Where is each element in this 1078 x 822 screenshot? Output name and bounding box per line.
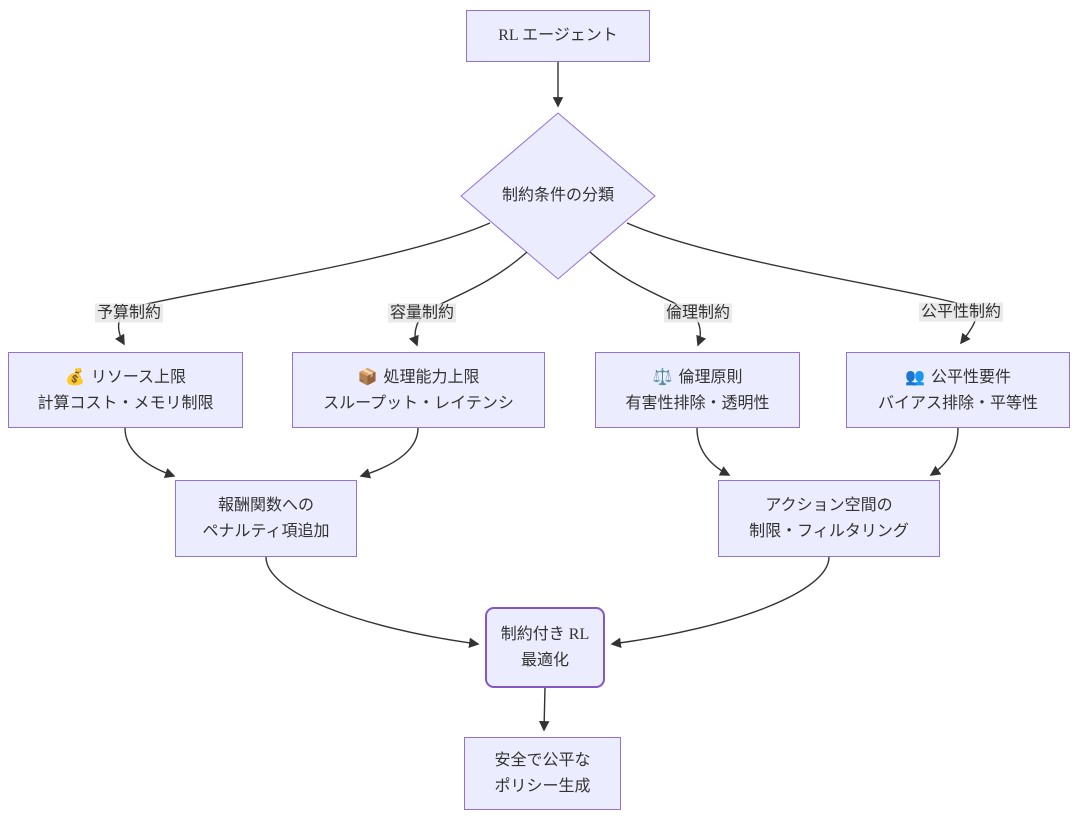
node-budget-title: リソース上限 — [90, 368, 187, 386]
node-capacity-subtitle: スループット・レイテンシ — [323, 394, 514, 412]
node-fairness-subtitle: バイアス排除・平等性 — [877, 394, 1038, 412]
node-action-space-filter: アクション空間の 制限・フィルタリング — [718, 480, 940, 557]
node-constrained-rl-optimization: 制約付き RL 最適化 — [485, 607, 605, 688]
node-output-line2: ポリシー生成 — [494, 777, 591, 795]
edge-capacity-to-reward — [359, 427, 419, 479]
node-action-line1: アクション空間の — [765, 496, 893, 514]
node-reward-line2: ペナルティ項追加 — [202, 522, 330, 540]
node-capacity-constraint: 📦 処理能力上限 スループット・レイテンシ — [292, 352, 545, 428]
package-icon: 📦 — [357, 366, 378, 386]
decision-diamond-shape — [460, 112, 656, 280]
balance-scale-icon: ⚖️ — [652, 366, 673, 386]
node-constrained-line1: 制約付き RL — [500, 625, 590, 643]
node-rl-agent: RL エージェント — [466, 10, 650, 62]
node-rl-agent-label: RL エージェント — [498, 27, 618, 44]
edge-label-ethics: 倫理制約 — [663, 303, 733, 323]
edge-constrained-to-output — [538, 686, 550, 732]
node-decision-label: 制約条件の分類 — [501, 187, 614, 204]
edge-label-fairness: 公平性制約 — [918, 302, 1004, 322]
people-icon: 👥 — [905, 366, 925, 386]
edge-budget-to-reward — [124, 427, 176, 478]
edge-decision-to-ethics — [589, 251, 707, 347]
node-safe-fair-policy-output: 安全で公平な ポリシー生成 — [464, 737, 621, 810]
node-ethics-constraint: ⚖️ 倫理原則 有害性排除・透明性 — [595, 352, 800, 428]
money-bag-icon: 💰 — [64, 366, 85, 386]
node-output-line1: 安全で公平な — [494, 751, 591, 769]
edge-label-budget: 予算制約 — [94, 303, 164, 323]
node-reward-line1: 報酬関数への — [217, 496, 314, 514]
node-fairness-constraint: 👥 公平性要件 バイアス排除・平等性 — [846, 352, 1070, 428]
node-constrained-line2: 最適化 — [520, 651, 569, 669]
node-action-line2: 制限・フィルタリング — [749, 522, 909, 540]
edge-decision-to-capacity — [408, 251, 528, 347]
edge-ethics-to-action — [696, 427, 731, 476]
edge-fairness-to-action — [929, 427, 959, 476]
node-ethics-title: 倫理原則 — [678, 368, 743, 386]
edge-decision-to-budget — [115, 222, 491, 346]
node-reward-penalty: 報酬関数への ペナルティ項追加 — [175, 480, 357, 557]
edge-label-capacity: 容量制約 — [387, 303, 457, 323]
node-budget-constraint: 💰 リソース上限 計算コスト・メモリ制限 — [8, 352, 243, 428]
edge-action-to-constrained — [610, 556, 830, 649]
node-budget-subtitle: 計算コスト・メモリ制限 — [37, 394, 214, 412]
node-fairness-title: 公平性要件 — [930, 368, 1011, 386]
edge-reward-to-constrained — [265, 556, 480, 649]
node-ethics-subtitle: 有害性排除・透明性 — [625, 394, 770, 412]
node-capacity-title: 処理能力上限 — [383, 368, 480, 386]
edge-decision-to-fairness — [626, 222, 977, 345]
